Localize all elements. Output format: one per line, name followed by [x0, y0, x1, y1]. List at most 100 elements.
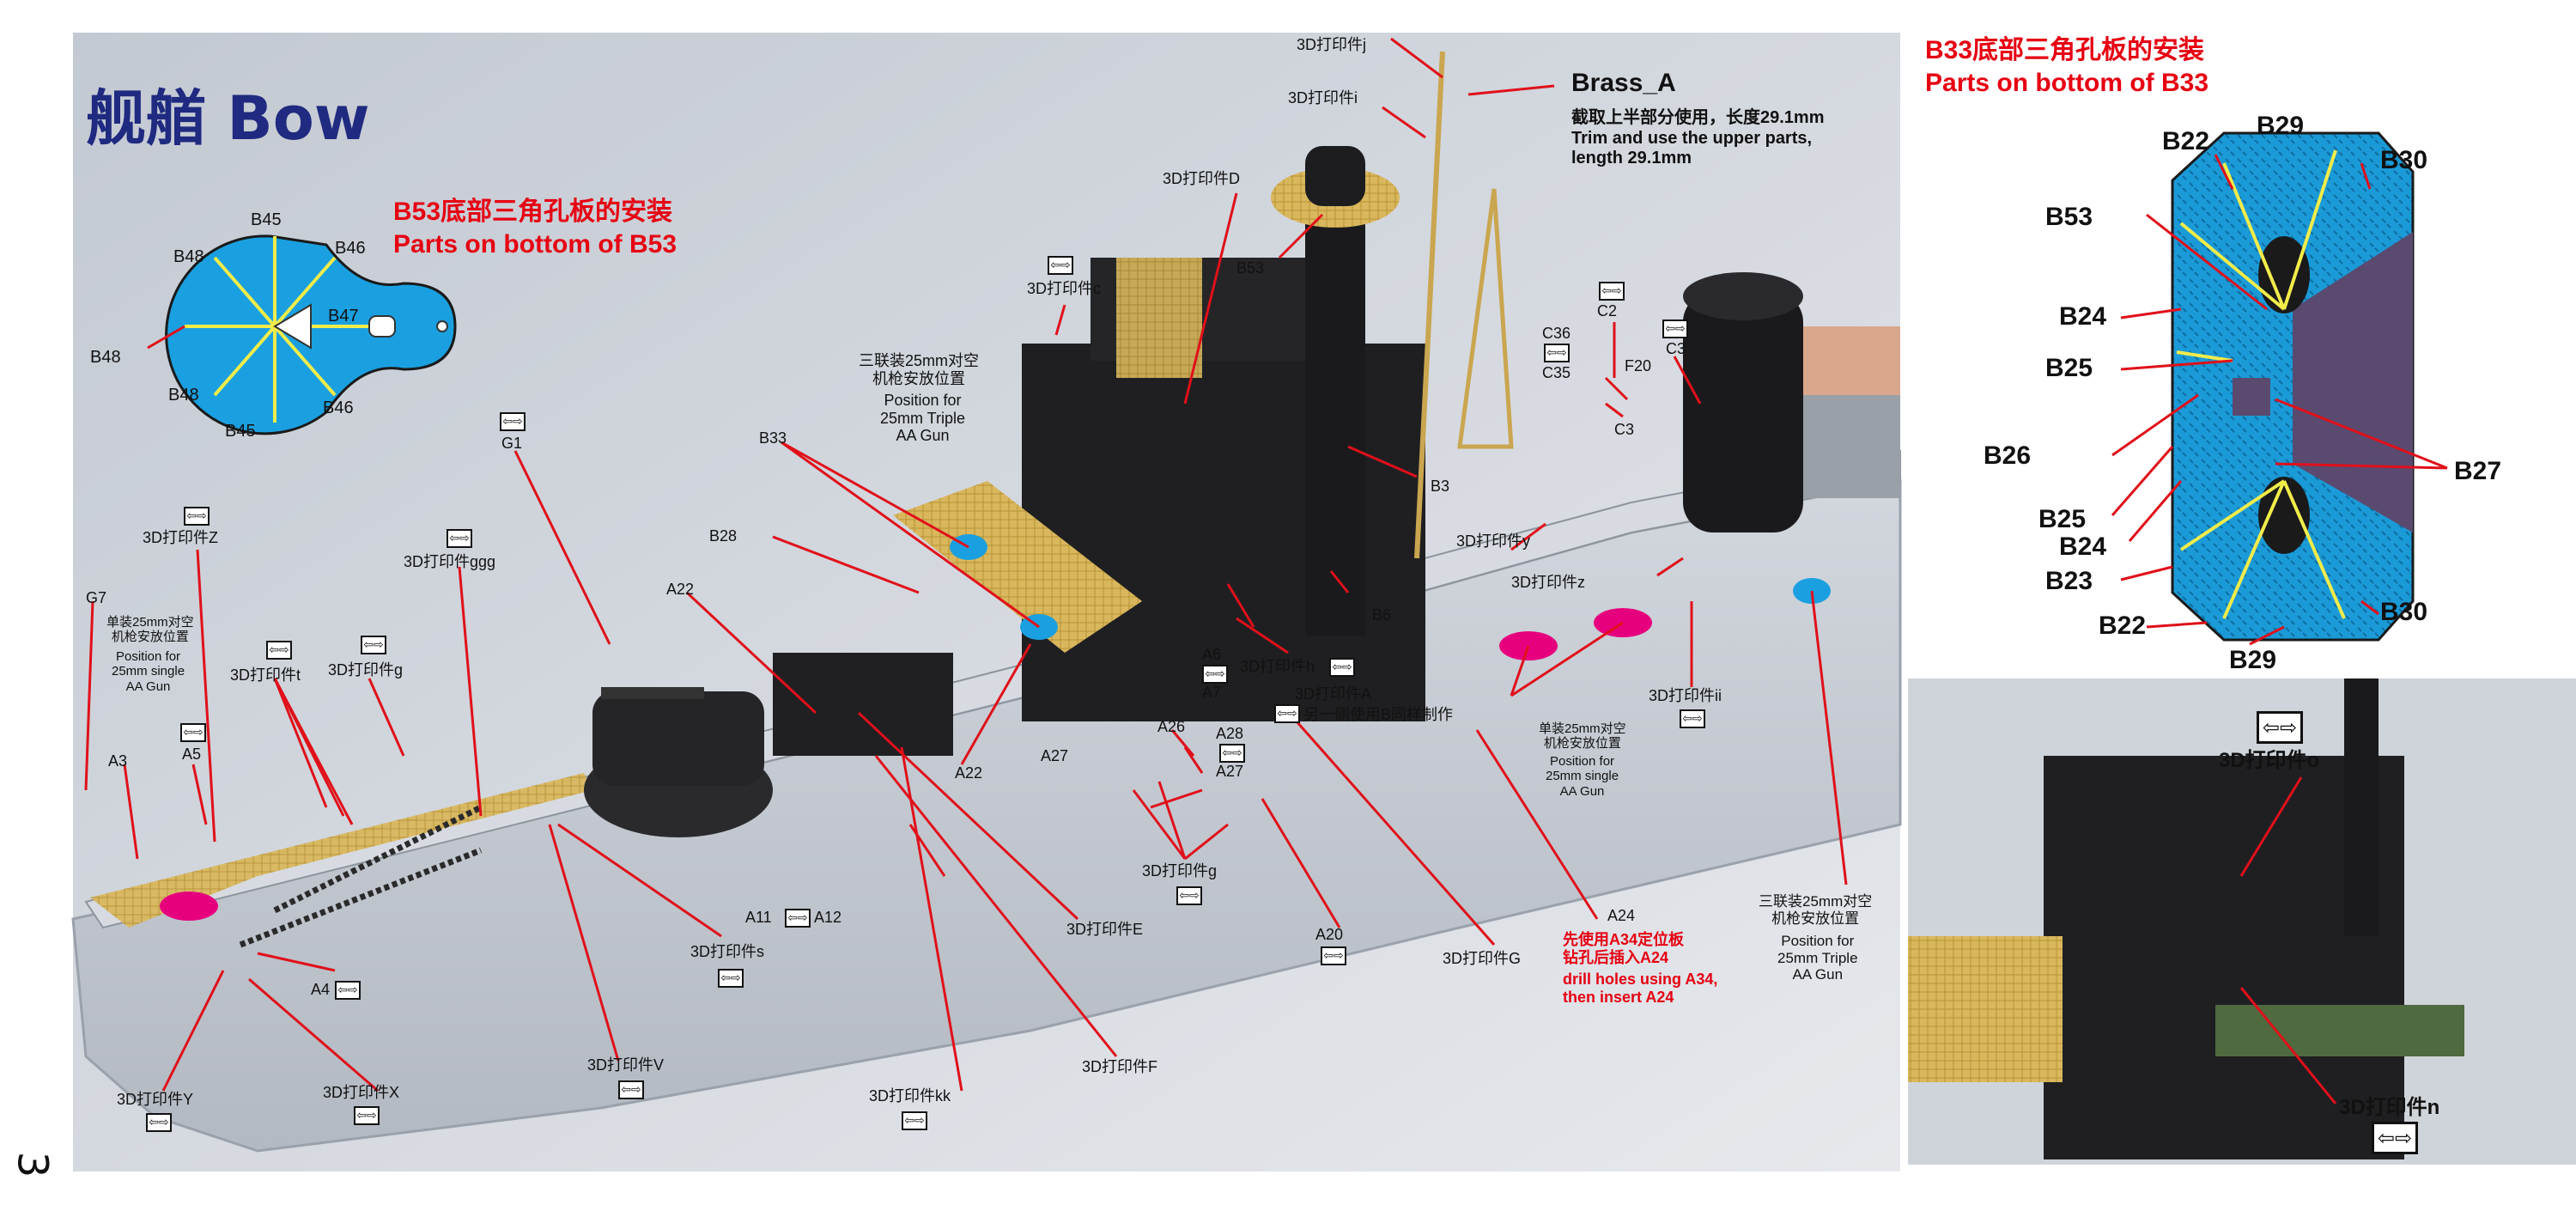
callout-lines: [84, 37, 2448, 1105]
callout-3d-t: 3D打印件t: [230, 666, 301, 684]
b33-square-hole: [2233, 378, 2270, 416]
arrow-icon-kk: ⇦⇨: [902, 1111, 927, 1130]
b33-label-b30-top: B30: [2380, 146, 2428, 174]
callout-a27-left: A27: [1041, 747, 1069, 764]
callout-3d-g-lower: 3D打印件g: [1142, 862, 1218, 879]
b53-label-b45-bottom: B45: [225, 422, 256, 441]
triple-aa-cn-1: 三联装25mm对空 机枪安放位置: [859, 352, 980, 387]
single-aa-en-1: Position for 25mm single AA Gun: [112, 649, 185, 694]
arrow-icon-ii: ⇦⇨: [1680, 709, 1705, 728]
callout-b53: B53: [1236, 259, 1265, 277]
single-aa-cn-2: 单装25mm对空 机枪安放位置: [1539, 721, 1626, 752]
callout-3d-o: 3D打印件o: [2219, 749, 2320, 772]
b33-hole-bottom: [2258, 477, 2310, 554]
page-title: 舰艏 Bow: [86, 83, 370, 154]
callout-a24-note-cn: 先使用A34定位板 钻孔后插入A24: [1563, 931, 1685, 966]
director-tower: [1305, 189, 1365, 636]
b33-label-b26: B26: [1984, 441, 2032, 470]
arrow-icon-s: ⇦⇨: [718, 969, 744, 988]
platform-b33: [893, 481, 1142, 653]
arrow-icon-o: ⇦⇨: [2257, 711, 2303, 744]
b33-label-b27: B27: [2454, 457, 2502, 485]
b53-label-b47: B47: [328, 307, 359, 326]
single-aa-cn-1: 单装25mm对空 机枪安放位置: [106, 615, 194, 645]
b33-label-b25-top: B25: [2045, 354, 2093, 382]
arrow-icon-a: ⇦⇨: [1274, 704, 1300, 723]
callout-c35: C35: [1542, 364, 1571, 381]
b33-label-b29-bottom: B29: [2229, 646, 2277, 674]
aft-structure: [1803, 395, 1900, 498]
funnel: [1683, 292, 1803, 532]
b53-label-b48-mid: B48: [90, 348, 121, 367]
callout-3d-z: 3D打印件z: [1511, 574, 1586, 591]
brass-note-en: Trim and use the upper parts, length 29.…: [1571, 129, 1813, 167]
arrow-icon-z: ⇦⇨: [184, 507, 210, 526]
triple-aa-cn-2: 三联装25mm对空 机枪安放位置: [1759, 893, 1873, 927]
callout-a22-upper: A22: [666, 581, 695, 598]
b33-label-b23: B23: [2045, 567, 2093, 595]
single-aa-en-2: Position for 25mm single AA Gun: [1546, 754, 1619, 799]
callout-a27-right: A27: [1216, 763, 1244, 780]
b53-label-b46-top: B46: [335, 239, 366, 258]
b33-hole-top: [2258, 236, 2310, 313]
callout-3d-x: 3D打印件X: [323, 1084, 400, 1101]
b53-label-b48-bottom: B48: [168, 386, 199, 405]
callout-a22-lower: A22: [955, 764, 983, 782]
callout-3d-j: 3D打印件j: [1297, 36, 1367, 53]
inset-mast: [2344, 679, 2379, 936]
callout-a7: A7: [1202, 684, 1222, 701]
arrow-icon-c3: ⇦⇨: [1662, 319, 1688, 338]
callout-c36: C36: [1542, 325, 1571, 342]
arrow-icon-ggg: ⇦⇨: [447, 529, 472, 548]
callout-b3: B3: [1431, 478, 1450, 495]
callout-b33: B33: [759, 429, 787, 447]
arrow-icon-y: ⇦⇨: [146, 1113, 172, 1132]
callout-c3-b: C3: [1614, 421, 1635, 438]
funnel-top: [1683, 272, 1803, 320]
arrow-icon-a28: ⇦⇨: [1219, 744, 1245, 763]
arrow-icon-a6: ⇦⇨: [1202, 665, 1228, 684]
callout-3d-e: 3D打印件E: [1066, 921, 1144, 938]
arrow-icon-c36: ⇦⇨: [1544, 344, 1570, 362]
callout-a28: A28: [1216, 725, 1244, 742]
page-number: 3: [8, 1151, 57, 1178]
callout-3d-z-upper: 3D打印件Z: [143, 529, 219, 546]
b33-title-cn: B33底部三角孔板的安装: [1925, 36, 2205, 64]
callout-3d-y-upper: 3D打印件Y: [117, 1091, 194, 1108]
callout-3d-h: 3D打印件h: [1240, 658, 1315, 675]
forward-turret: [592, 691, 764, 786]
callout-a26: A26: [1157, 718, 1186, 735]
callout-3d-n: 3D打印件n: [2339, 1096, 2440, 1119]
arrow-icon-a20: ⇦⇨: [1321, 946, 1346, 965]
arrow-icon-a4: ⇦⇨: [335, 981, 361, 1000]
arrow-icon-g-lower: ⇦⇨: [1176, 886, 1202, 905]
b53-label-b46-bottom: B46: [323, 399, 354, 417]
b53-diagram: [165, 234, 457, 435]
b33-title-en: Parts on bottom of B33: [1925, 69, 2209, 97]
aa-marker-bow: [160, 892, 218, 921]
callout-3d-d: 3D打印件D: [1163, 170, 1241, 187]
callout-a20: A20: [1315, 926, 1344, 943]
b53-title-cn: B53底部三角孔板的安装: [393, 198, 673, 226]
callout-a6: A6: [1202, 646, 1222, 663]
b53-label-b45-top: B45: [251, 210, 282, 229]
arrow-icon-v: ⇦⇨: [618, 1080, 644, 1099]
b33-label-b53: B53: [2045, 203, 2093, 231]
arrow-icon-n: ⇦⇨: [2372, 1122, 2418, 1154]
callout-3d-a: 3D打印件A: [1295, 685, 1372, 703]
callout-a24: A24: [1607, 907, 1636, 924]
b-turret-block: [773, 653, 953, 756]
callout-3d-s: 3D打印件s: [690, 943, 765, 960]
callout-3d-kk: 3D打印件kk: [869, 1087, 951, 1105]
callout-a11: A11: [745, 909, 772, 926]
arrow-icon-h: ⇦⇨: [1329, 658, 1355, 677]
arrow-icon-a5: ⇦⇨: [180, 723, 206, 742]
callout-a24-note-en: drill holes using A34, then insert A24: [1563, 971, 1718, 1006]
callout-3d-g-upper: 3D打印件G: [1443, 950, 1522, 967]
aft-boat: [1803, 326, 1900, 395]
brass-a-label: Brass_A: [1571, 69, 1676, 97]
arrow-icon-x: ⇦⇨: [354, 1106, 380, 1125]
b33-label-b25-bottom: B25: [2038, 505, 2087, 533]
